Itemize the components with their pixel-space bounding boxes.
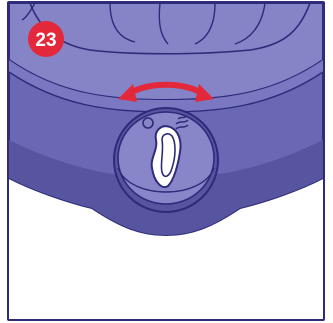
step-badge: 23 bbox=[28, 21, 64, 57]
step-number: 23 bbox=[35, 30, 56, 51]
